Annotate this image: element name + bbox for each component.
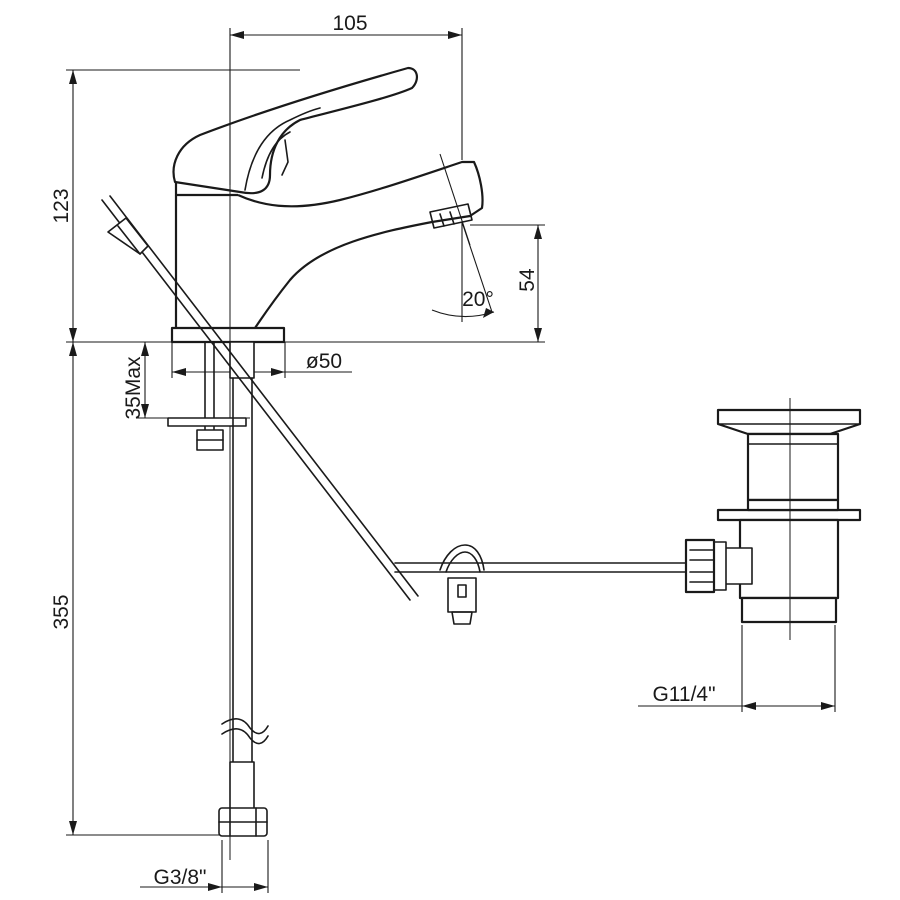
faucet-body: [170, 66, 484, 344]
waste-valve: [684, 398, 862, 640]
dim-waste-thread: G11/4": [652, 683, 715, 706]
dim-spout-angle: 20°: [462, 288, 494, 311]
dim-spout-height: 54: [516, 268, 539, 292]
dim-width-top: 105: [332, 12, 367, 35]
dim-base-diameter: ø50: [306, 350, 342, 373]
dimension-lines: [66, 28, 836, 893]
dim-hose-length: 355: [50, 594, 73, 629]
mounting-hardware: [167, 341, 269, 837]
dim-height-total: 123: [50, 188, 73, 223]
dim-deck-thickness: 35Max: [122, 356, 145, 420]
popup-rod: [101, 195, 419, 601]
dim-inlet-thread: G3/8": [154, 866, 207, 889]
waste-linkage: [394, 544, 691, 625]
